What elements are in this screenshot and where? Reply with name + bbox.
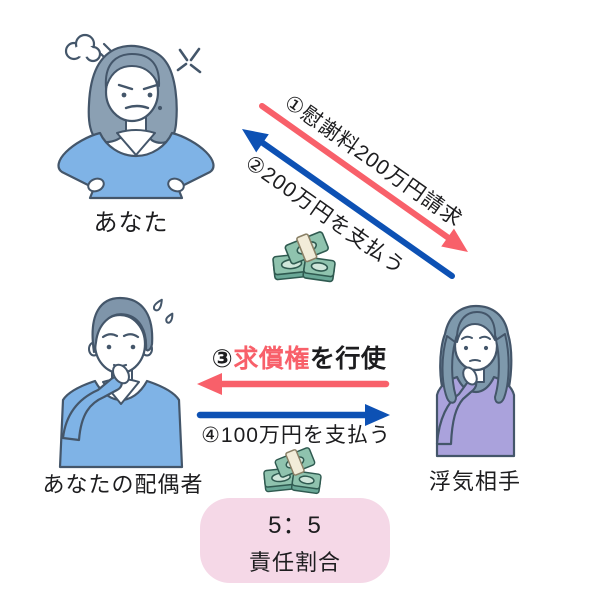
partner-eye-right [483, 345, 489, 351]
arrow-step2-pay [242, 129, 455, 279]
partner-hair-strand-left [441, 335, 457, 404]
money-stack-icon [271, 227, 337, 283]
money-stack-icon [262, 443, 323, 495]
arrow-step3-highlight: 求償権 [233, 345, 310, 373]
arrow-step4-label: ④100万円を支払う [201, 424, 391, 447]
you-eye-left [121, 92, 127, 98]
responsibility-ratio-box: 5：5 責任割合 [200, 498, 390, 583]
you-earring [157, 105, 163, 111]
you-hand-left [87, 177, 105, 193]
you-eye-right [147, 92, 153, 98]
figure-spouse-label: あなたの配偶者 [42, 472, 204, 497]
ratio-value: 5：5 [268, 511, 322, 539]
spouse-eye-left [106, 344, 112, 350]
anger-mark-icon [176, 47, 202, 74]
partner-hair-strand-right [494, 333, 510, 404]
arrow-step1-claim [259, 103, 468, 252]
you-vneck [116, 129, 156, 156]
arrow-step1-head [441, 228, 468, 252]
sweat-drops-icon [152, 298, 174, 324]
partner-hand [462, 366, 478, 386]
arrow-step3-reimbursement [197, 373, 390, 395]
figure-you-label: あなた [93, 209, 169, 237]
figure-you [57, 33, 215, 200]
arrow-step3-number: ③ [211, 345, 234, 373]
you-bangs [104, 53, 161, 89]
you-face-features [117, 83, 159, 110]
figure-spouse [58, 296, 184, 469]
spouse-hand [112, 363, 130, 385]
arrow-step3-suffix: を行使 [309, 345, 387, 373]
arrow-step4-head [365, 404, 390, 426]
partner-eye-left [463, 345, 469, 351]
ratio-caption: 責任割合 [248, 549, 341, 575]
arrow-step3-head [197, 373, 222, 395]
arrow-step3-label: ③求償権を行使 [212, 339, 387, 375]
spouse-hair [91, 296, 154, 354]
figure-affair-partner [435, 304, 516, 458]
arrow-step4-pay [196, 404, 390, 426]
partner-face-features [461, 335, 491, 362]
figure-affair-partner-label: 浮気相手 [428, 469, 522, 494]
arrow-step2-head [242, 129, 269, 153]
you-hand-right [167, 177, 185, 193]
spouse-eye-right [130, 344, 136, 350]
